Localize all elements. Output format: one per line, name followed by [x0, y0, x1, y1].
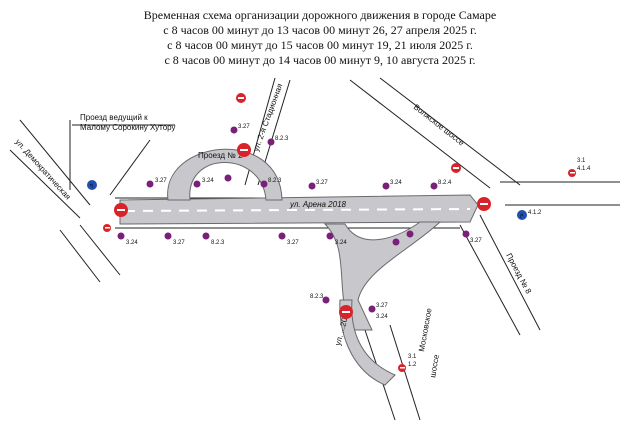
sign-code-label: 8.2.3 — [275, 136, 289, 142]
sign-code-label: 8.2.3 — [211, 240, 225, 246]
restriction-sign-icon — [430, 182, 438, 190]
title-line-2: с 8 часов 00 минут до 13 часов 00 минут … — [163, 23, 477, 37]
info-signs: ↰ ↱ — [87, 180, 527, 220]
restriction-sign-icon — [146, 180, 154, 188]
restriction-sign-icon — [260, 180, 268, 188]
restriction-sign-icon — [406, 230, 414, 238]
svg-text:↰: ↰ — [89, 183, 94, 190]
no-entry-sign-icon — [339, 305, 353, 319]
sign-code-label: 3.27 — [376, 303, 388, 309]
street-label-arena: ул. Арена 2018 — [289, 200, 347, 209]
restriction-sign-icon — [193, 180, 201, 188]
street-label-demokraticheskaya: ул. Демократическая — [14, 137, 73, 201]
restriction-sign-icon — [392, 238, 400, 246]
sign-code-label: 3.27 — [173, 240, 185, 246]
restriction-sign-icon — [202, 232, 210, 240]
street-label-proezd-khutor-1: Проезд ведущий к — [80, 113, 148, 122]
street-label-moskovskoe-2: шоссе — [428, 353, 441, 378]
restriction-sign-icon — [382, 182, 390, 190]
no-entry-signs — [103, 93, 576, 372]
sign-code-label: 3.27 — [155, 178, 167, 184]
sign-code-label: 3.27 — [287, 240, 299, 246]
lane-markings — [124, 208, 471, 212]
restriction-sign-icon — [368, 305, 376, 313]
sign-code-label: 8.2.4 — [438, 180, 452, 186]
direction-sign-icon: ↰ — [87, 180, 97, 190]
sign-code-label: 3.24 — [390, 180, 402, 186]
sign-codes: 3.27 3.24 8.2.3 3.27 3.24 8.2.4 3.27 8.2… — [126, 124, 591, 368]
sign-code-label: 3.24 — [202, 178, 214, 184]
restriction-sign-icon — [326, 232, 334, 240]
restriction-sign-icon — [462, 230, 470, 238]
restriction-signs — [117, 126, 470, 313]
sign-code-label: 3.24 — [126, 240, 138, 246]
no-entry-sign-icon — [103, 224, 111, 232]
no-entry-sign-icon — [398, 364, 406, 372]
sign-code-label: 3.27 — [238, 124, 250, 130]
title-line-4: с 8 часов 00 минут до 14 часов 00 минут … — [164, 53, 476, 67]
no-entry-sign-icon — [114, 203, 128, 217]
title-line-3: с 8 часов 00 минут до 15 часов 00 минут … — [167, 38, 473, 52]
street-label-proezd-2: Проезд № 2 — [198, 151, 243, 160]
restriction-sign-icon — [164, 232, 172, 240]
sign-code-label: 3.24 — [335, 240, 347, 246]
svg-text:↱: ↱ — [519, 213, 524, 220]
sign-code-label: 3.27 — [316, 180, 328, 186]
no-entry-sign-icon — [451, 163, 461, 173]
restriction-sign-icon — [278, 232, 286, 240]
street-label-proezd-khutor-2: Малому Сорокину Хутору — [80, 123, 176, 132]
sign-code-label: 4.1.4 — [577, 166, 591, 172]
restriction-sign-icon — [224, 174, 232, 182]
no-entry-sign-icon — [236, 93, 246, 103]
restriction-sign-icon — [308, 182, 316, 190]
restriction-sign-icon — [230, 126, 238, 134]
sign-code-label: 3.24 — [376, 314, 388, 320]
no-entry-sign-icon — [237, 143, 251, 157]
no-entry-sign-icon — [568, 169, 576, 177]
no-entry-sign-icon — [477, 197, 491, 211]
sign-code-label: 1.2 — [408, 362, 417, 368]
sign-code-label: 3.1 — [408, 354, 417, 360]
map-title: Временная схема организации дорожного дв… — [0, 8, 640, 68]
title-line-1: Временная схема организации дорожного дв… — [143, 8, 497, 22]
street-label-moskovskoe-1: Московское — [417, 307, 434, 352]
sign-code-label: 8.2.3 — [268, 178, 282, 184]
restriction-sign-icon — [267, 138, 275, 146]
sign-code-label: 3.27 — [470, 238, 482, 244]
direction-sign-icon: ↱ — [517, 210, 527, 220]
sign-code-label: 3.1 — [577, 158, 586, 164]
restriction-sign-icon — [322, 296, 330, 304]
sign-code-label: 8.2.3 — [310, 294, 324, 300]
restriction-sign-icon — [117, 232, 125, 240]
street-label-volzhskoe: Волжское шоссе — [412, 102, 467, 147]
sign-code-label: 4.1.2 — [528, 210, 542, 216]
